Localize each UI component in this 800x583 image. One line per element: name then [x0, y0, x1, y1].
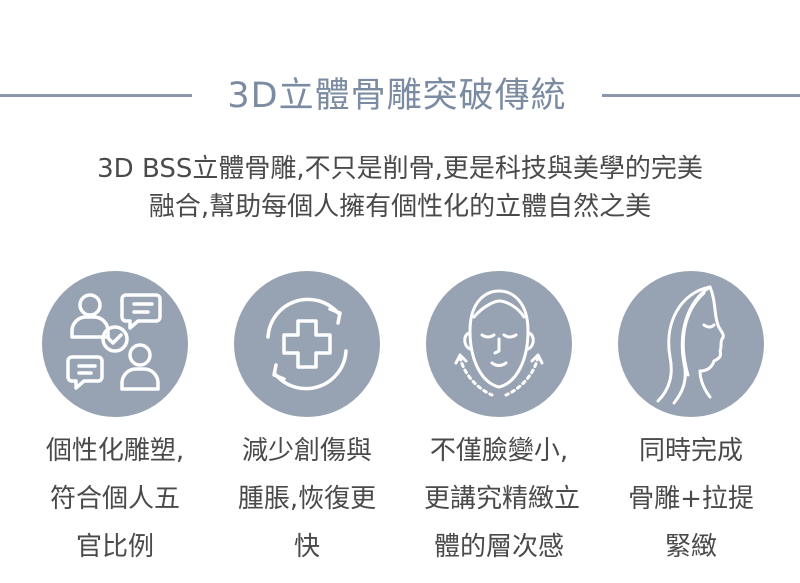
header-rule-left: [0, 94, 192, 97]
feature-caption: 減少創傷與 腫脹,恢復更 快: [237, 436, 377, 562]
feature-icon-circle: [426, 271, 572, 417]
feature-contour: 不僅臉變小, 更講究精緻立 體的層次感: [424, 271, 581, 571]
face-contour-icon: [454, 289, 544, 397]
feature-caption: 同時完成 骨雕+拉提 緊緻: [628, 436, 754, 562]
feature-recovery: 減少創傷與 腫脹,恢復更 快: [232, 271, 382, 571]
feature-icon-circle: [618, 271, 764, 417]
people-consult-icon: [66, 293, 162, 391]
medical-cross-cycle-icon: [266, 297, 348, 391]
intro-text: 3D BSS立體骨雕,不只是削骨,更是科技與美學的完美 融合,幫助每個人擁有個性…: [0, 150, 800, 226]
feature-caption: 不僅臉變小, 更講究精緻立 體的層次感: [424, 436, 581, 562]
feature-caption: 個性化雕塑, 符合個人五 官比例: [45, 436, 185, 562]
section-title: 3D立體骨雕突破傳統: [227, 76, 567, 116]
feature-lifting: 同時完成 骨雕+拉提 緊緻: [616, 271, 766, 571]
feature-personalized: 個性化雕塑, 符合個人五 官比例: [40, 271, 190, 571]
feature-icon-circle: [42, 271, 188, 417]
feature-icon-circle: [234, 271, 380, 417]
intro-line-1: 3D BSS立體骨雕,不只是削骨,更是科技與美學的完美: [97, 154, 703, 184]
woman-profile-icon: [656, 285, 725, 405]
intro-line-2: 融合,幫助每個人擁有個性化的立體自然之美: [148, 192, 652, 222]
section-header: 3D立體骨雕突破傳統: [0, 70, 800, 122]
header-rule-right: [602, 94, 800, 97]
